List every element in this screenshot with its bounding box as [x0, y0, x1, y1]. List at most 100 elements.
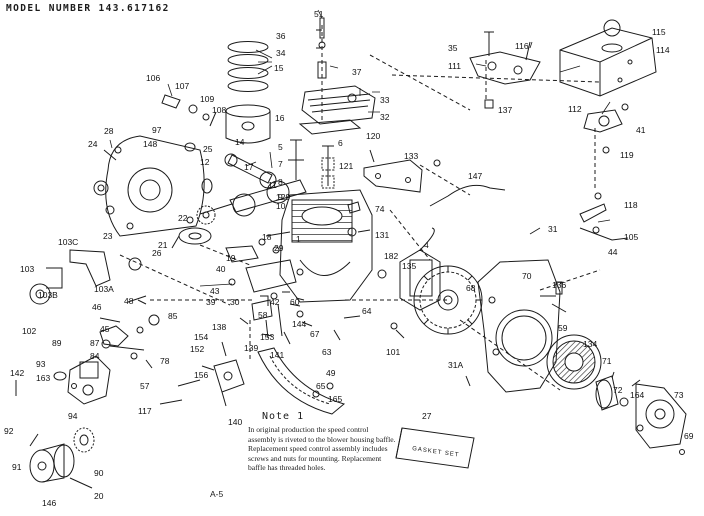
part-label: 103C [58, 237, 78, 247]
part-label: 70 [522, 271, 532, 281]
part-label: 140 [228, 417, 242, 427]
part-label: 136 [552, 280, 566, 290]
part-label: 71 [602, 356, 612, 366]
part-label: 141 [270, 350, 284, 360]
part-label: 32 [380, 112, 390, 122]
baffle [257, 347, 346, 415]
figure-reference: A-5 [210, 489, 224, 499]
rotating-screen [546, 334, 602, 390]
part-label: 146 [42, 498, 56, 508]
part-label: 163 [36, 373, 50, 383]
flywheel [413, 265, 483, 335]
part-label: 63 [322, 347, 332, 357]
part-label: 67 [310, 329, 320, 339]
part-label: 153 [260, 332, 274, 342]
part-label: 119 [620, 150, 634, 160]
part-label: 23 [103, 231, 113, 241]
part-label: 147 [468, 171, 482, 181]
head-bolts [316, 29, 322, 49]
part-label: 117 [138, 406, 152, 416]
part-label: 10 [276, 201, 286, 211]
part-label: 24 [88, 139, 98, 149]
part-label: 182 [384, 251, 398, 261]
starter-assembly [631, 379, 687, 455]
part-label: 144 [292, 319, 306, 329]
part-label: 21 [158, 240, 168, 250]
part-label: 114 [656, 45, 670, 55]
part-label: 26 [152, 248, 162, 258]
part-label: 69 [684, 431, 694, 441]
part-label: 12 [200, 157, 210, 167]
part-label: 129 [276, 192, 290, 202]
assembly-leader-lines [119, 25, 601, 391]
part-label: 148 [143, 139, 157, 149]
blower-housing [477, 259, 567, 393]
part-label: 85 [168, 311, 178, 321]
part-label: 68 [466, 283, 476, 293]
part-label: 11 [268, 180, 277, 190]
part-label: 103A [94, 284, 114, 294]
valve-springs [321, 157, 335, 189]
part-label: 8 [278, 177, 283, 187]
ignition-module [377, 227, 441, 339]
part-label: 19 [226, 253, 236, 263]
part-label: 89 [52, 338, 62, 348]
washer [619, 397, 629, 407]
muffler [559, 19, 657, 97]
part-label: 131 [375, 230, 389, 240]
part-label: 91 [12, 462, 22, 472]
part-label: 111 [448, 61, 461, 71]
bearing [171, 227, 212, 249]
governor-link [429, 184, 506, 207]
part-label: 107 [175, 81, 189, 91]
part-label: 93 [36, 359, 46, 369]
gasket-set-label: GASKET SET [412, 446, 460, 459]
crankcase-cover [105, 135, 205, 237]
part-label: 64 [362, 306, 372, 316]
part-label: 31 [548, 224, 558, 234]
part-label: 17 [244, 162, 254, 172]
part-label: 106 [146, 73, 160, 83]
part-label: 40 [216, 264, 226, 274]
part-label: 22 [178, 213, 188, 223]
part-label: 45 [100, 324, 110, 334]
part-label: 102 [22, 326, 36, 336]
part-label: 43 [210, 286, 220, 296]
part-label: 115 [652, 27, 666, 37]
part-label: 103B [38, 290, 58, 300]
screw-69 [465, 375, 471, 387]
part-label: 133 [404, 151, 418, 161]
leader-stubs [109, 9, 611, 287]
piston-rings [227, 41, 269, 92]
part-label: 156 [194, 370, 208, 380]
part-label: 33 [380, 95, 390, 105]
part-label: 92 [4, 426, 14, 436]
part-label: 165 [328, 394, 342, 404]
part-label: 39 [206, 297, 216, 307]
crankshaft [199, 179, 307, 217]
part-label: 118 [624, 200, 638, 210]
part-label: 72 [613, 385, 623, 395]
part-label: 28 [104, 126, 114, 136]
part-label: 16 [275, 113, 285, 123]
part-label: 27 [422, 411, 432, 421]
part-label: 94 [68, 411, 78, 421]
part-label: 97 [152, 125, 162, 135]
cylinder-head [301, 85, 376, 125]
part-label: 108 [212, 105, 226, 115]
part-label: 20 [94, 491, 104, 501]
part-label: 37 [352, 67, 362, 77]
part-label: 14 [235, 137, 245, 147]
muffler-bracket [469, 31, 541, 109]
part-label: 1 [296, 234, 301, 244]
part-label: 152 [190, 344, 204, 354]
part-label: 87 [90, 338, 100, 348]
part-label: 34 [276, 48, 286, 58]
part-label: 112 [568, 104, 582, 114]
part-label: 35 [448, 43, 458, 53]
control-bracket [363, 149, 441, 193]
carburetor [53, 314, 160, 405]
cylinder-block [279, 189, 373, 303]
part-label: 121 [339, 161, 353, 171]
